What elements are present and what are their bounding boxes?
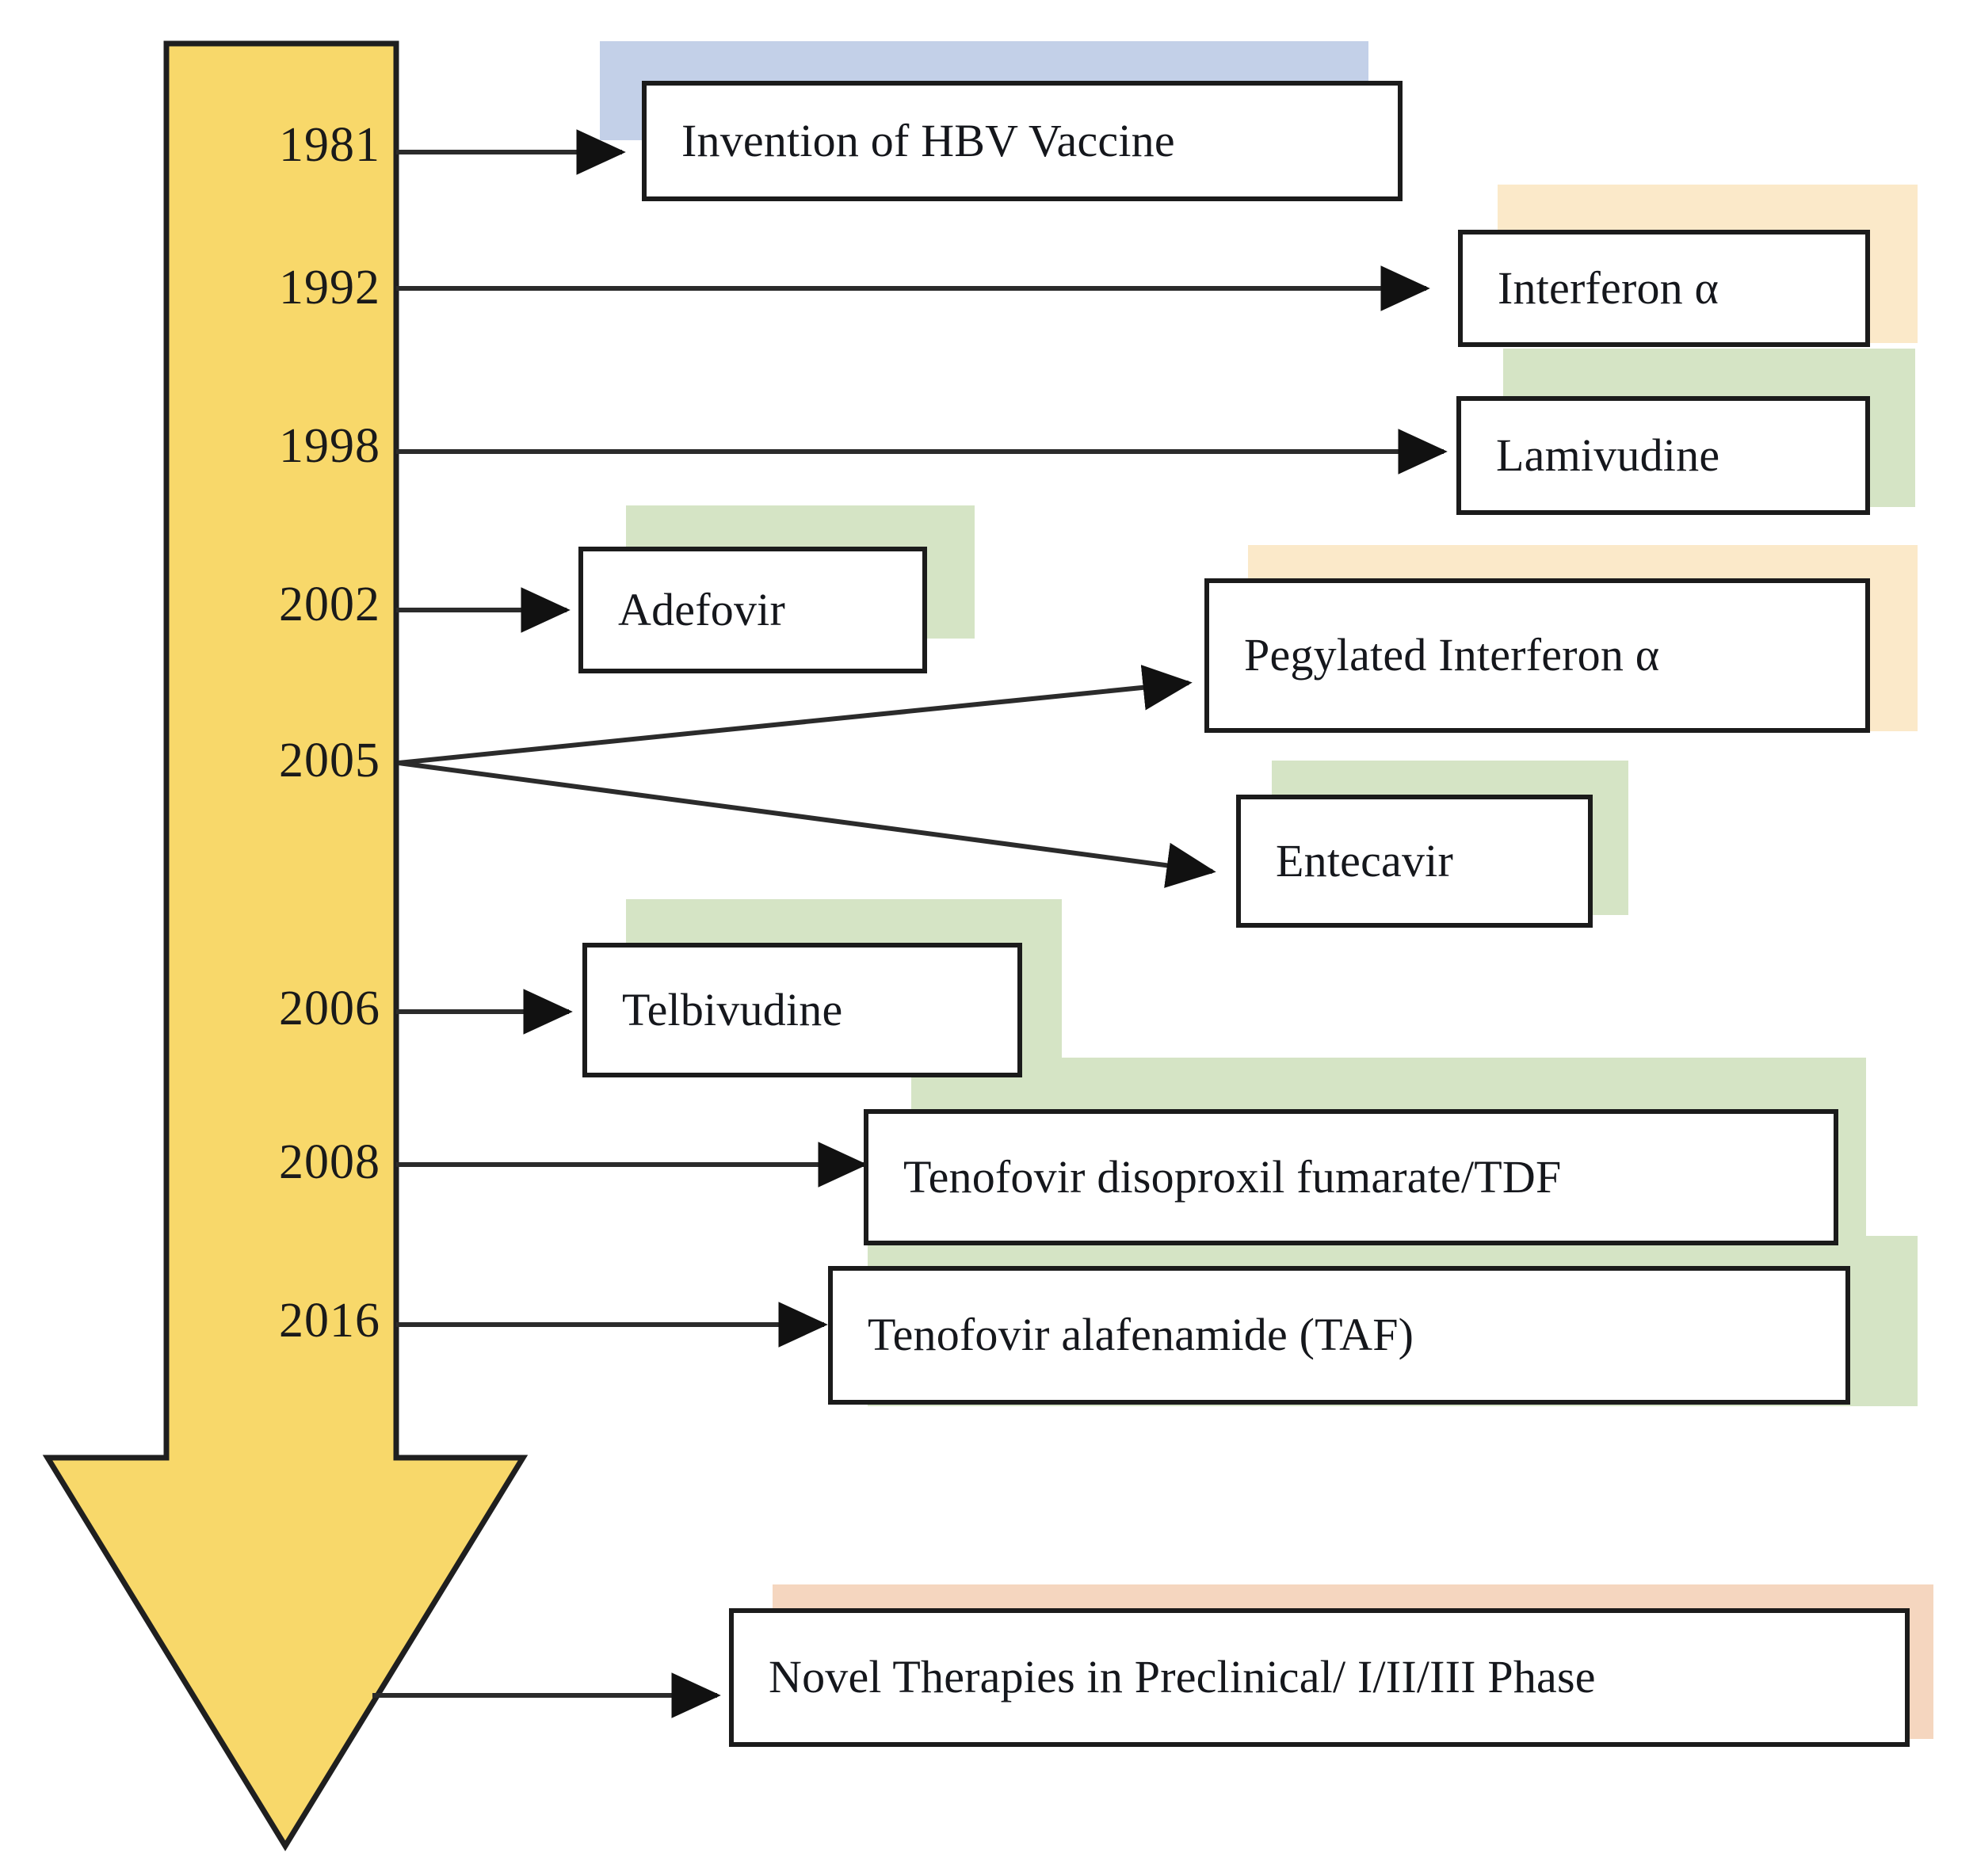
year-label-2005: 2005 — [279, 734, 380, 787]
node-label-tenofovir-alafenamide: Tenofovir alafenamide (TAF) — [868, 1309, 1414, 1361]
node-label-telbivudine: Telbivudine — [622, 983, 843, 1035]
chronology-arrow — [42, 40, 529, 1851]
connector-2005-entecavir — [398, 761, 1216, 888]
node-label-adefovir: Adefovir — [618, 583, 785, 635]
node-label-hbv-vaccine: Invention of HBV Vaccine — [681, 114, 1175, 166]
year-label-2002: 2002 — [279, 578, 380, 631]
node-novel-therapies[interactable]: Novel Therapies in Preclinical/ I/II/III… — [729, 1608, 1910, 1747]
node-telbivudine[interactable]: Telbivudine — [582, 943, 1022, 1077]
node-label-novel-therapies: Novel Therapies in Preclinical/ I/II/III… — [769, 1651, 1596, 1703]
year-label-1981: 1981 — [279, 118, 380, 172]
node-tenofovir-alafenamide[interactable]: Tenofovir alafenamide (TAF) — [828, 1266, 1850, 1405]
year-label-1992: 1992 — [279, 261, 380, 315]
node-tenofovir-disoproxil[interactable]: Tenofovir disoproxil fumarate/TDF — [864, 1109, 1838, 1245]
connector-2005-peg — [398, 665, 1193, 765]
node-adefovir[interactable]: Adefovir — [578, 547, 927, 673]
year-label-2008: 2008 — [279, 1135, 380, 1189]
node-entecavir[interactable]: Entecavir — [1236, 795, 1593, 928]
node-label-tenofovir-disoproxil: Tenofovir disoproxil fumarate/TDF — [903, 1150, 1562, 1203]
node-label-lamivudine: Lamivudine — [1496, 429, 1720, 481]
node-interferon-alpha[interactable]: Interferon α — [1458, 230, 1870, 347]
year-label-1998: 1998 — [279, 419, 380, 473]
year-label-2016: 2016 — [279, 1294, 380, 1348]
year-label-2006: 2006 — [279, 982, 380, 1035]
node-label-pegylated-interferon: Pegylated Interferon α — [1244, 629, 1660, 681]
node-label-interferon-alpha: Interferon α — [1498, 261, 1719, 314]
node-lamivudine[interactable]: Lamivudine — [1456, 396, 1870, 515]
node-hbv-vaccine[interactable]: Invention of HBV Vaccine — [642, 81, 1403, 201]
node-label-entecavir: Entecavir — [1276, 834, 1454, 887]
node-pegylated-interferon[interactable]: Pegylated Interferon α — [1204, 578, 1870, 733]
